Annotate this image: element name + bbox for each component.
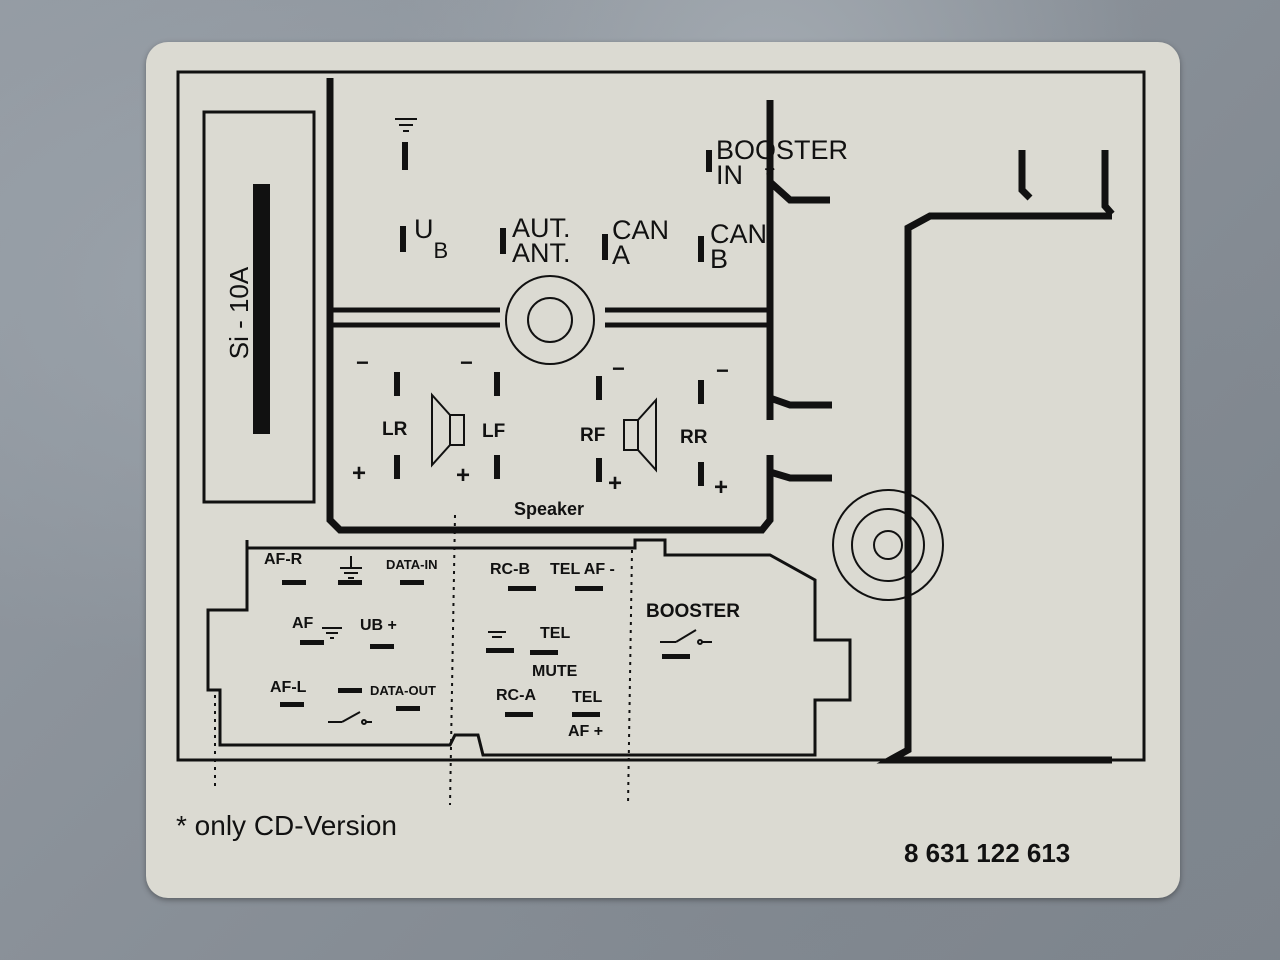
top-connector-outline xyxy=(326,78,774,534)
speaker-minus-rr: − xyxy=(716,358,729,383)
af-l-label: AF-L xyxy=(270,679,307,696)
speaker-channel-rr: RR xyxy=(680,427,708,448)
ub-label: UB xyxy=(414,214,449,263)
fuse-label: Si - 10A xyxy=(224,266,254,360)
outer-frame xyxy=(176,70,1146,762)
speaker-channel-lr: LR xyxy=(382,419,408,440)
footnote: * only CD-Version xyxy=(176,810,397,841)
speaker-plus-rr: + xyxy=(714,474,729,501)
booster-label: BOOSTER xyxy=(646,601,740,622)
rc-b-label: RC-B xyxy=(490,561,530,578)
speaker-plus-lf: + xyxy=(456,462,471,489)
af-r-label: AF-R xyxy=(264,551,303,568)
ub-plus-label: UB + xyxy=(360,617,397,634)
rc-a-label: RC-A xyxy=(496,687,536,704)
speaker-plus-lr: + xyxy=(352,460,367,487)
booster-in-label: BOOSTER IN * xyxy=(716,135,849,190)
tel-mute-top-label: TEL xyxy=(540,625,571,642)
speaker-plus-rf: + xyxy=(608,470,623,497)
tel-af-minus-label: TEL AF - xyxy=(550,561,615,578)
data-in-label: DATA-IN xyxy=(386,557,438,572)
data-out-label: DATA-OUT xyxy=(370,683,436,698)
bottom-connector-outline xyxy=(206,538,852,757)
speaker-minus-rf: − xyxy=(612,356,625,381)
aut-ant-label: AUT.ANT. xyxy=(512,213,571,268)
tel-af-plus-top-label: TEL xyxy=(572,689,603,706)
af-ground-label: AF xyxy=(292,615,314,632)
speaker-minus-lf: − xyxy=(460,350,473,375)
speaker-channel-lf: LF xyxy=(482,421,506,442)
mute-label: MUTE xyxy=(532,663,578,680)
part-number: 8 631 122 613 xyxy=(904,838,1071,868)
fuse-box xyxy=(202,110,316,504)
af-plus-label: AF + xyxy=(568,723,604,740)
speaker-minus-lr: − xyxy=(356,350,369,375)
speaker-title: Speaker xyxy=(514,499,585,519)
speaker-channel-rf: RF xyxy=(580,425,606,446)
